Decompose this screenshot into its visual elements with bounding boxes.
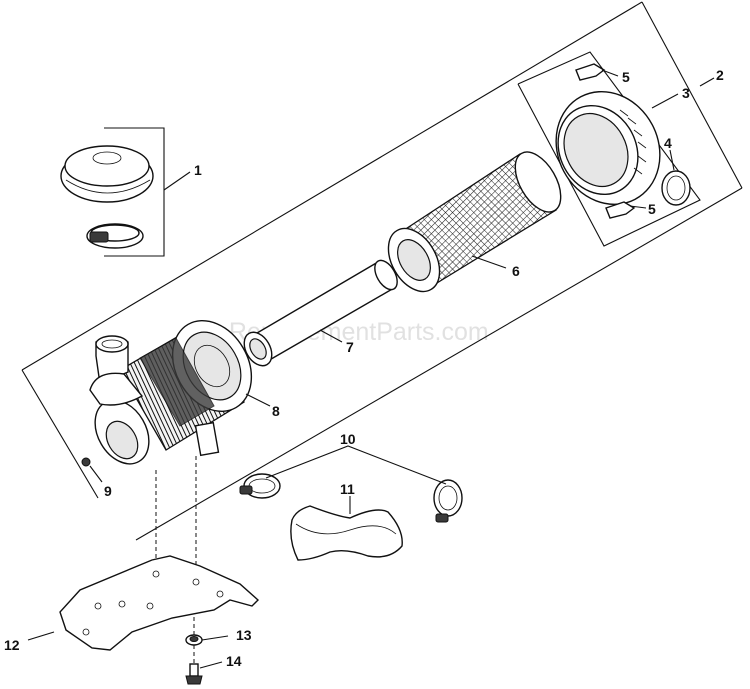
callout-13: 13 [236,627,252,643]
part-11-elbow-hose [290,505,403,561]
part-6-primary-filter [387,151,562,293]
callout-11: 11 [340,481,355,497]
callout-7: 7 [346,339,354,355]
part-8-housing [81,320,253,467]
part-4-ring [661,170,691,206]
part-10-hose-clamps [239,473,463,523]
part-12-mounting-bracket [59,555,260,651]
assembly-outline [21,1,743,541]
callout-1: 1 [194,162,202,178]
callout-8: 8 [272,403,280,419]
callout-3: 3 [682,85,690,101]
part-14-bolt [185,663,203,685]
callout-5-top: 5 [622,69,630,85]
callout-14: 14 [226,653,242,669]
callout-5-bottom: 5 [648,201,656,217]
callout-12: 12 [4,637,20,653]
part-3-end-cover [517,51,701,247]
callout-labels: 1 2 3 4 5 5 6 7 8 9 10 11 12 13 14 [4,67,724,669]
callout-2: 2 [716,67,724,83]
callout-9: 9 [104,483,112,499]
callout-4: 4 [664,135,672,151]
part-7-safety-element [243,259,398,367]
leader-lines [27,69,715,669]
callout-6: 6 [512,263,520,279]
part-1-precleaner-cap [60,127,165,257]
part-13-nut [185,634,203,646]
callout-10: 10 [340,431,356,447]
